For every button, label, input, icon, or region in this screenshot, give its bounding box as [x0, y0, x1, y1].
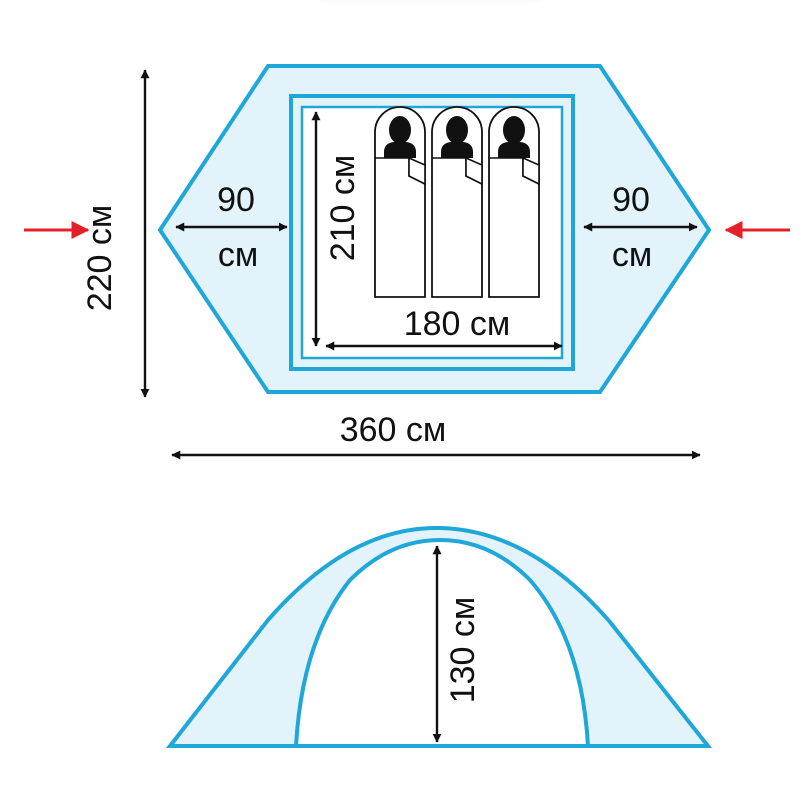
left-vestibule-unit: см [218, 236, 258, 274]
bag-flap [465, 156, 483, 186]
sleeping-bag-1 [374, 106, 426, 298]
side-view: 130 см [165, 525, 713, 748]
height-220-label: 220 см [81, 205, 119, 312]
inner-tent-outer-frame [289, 94, 575, 371]
person-silhouette-icon [498, 116, 530, 158]
person-silhouette-icon [441, 116, 473, 158]
plan-view: 220 см 90 см 90 см 210 см 180 см 360 см [24, 64, 790, 460]
sleeping-places [374, 106, 540, 298]
height-130-label: 130 см [444, 597, 482, 704]
right-vestibule-unit: см [612, 236, 652, 274]
bag-flap [522, 156, 540, 186]
inner-width-label: 180 см [404, 305, 511, 343]
inner-length-label: 210 см [324, 155, 362, 262]
length-360-label: 360 см [340, 411, 447, 449]
person-silhouette-icon [384, 116, 416, 158]
right-vestibule-value: 90 [612, 181, 650, 219]
top-shadow [316, 0, 544, 12]
sleeping-bag-3 [488, 106, 540, 298]
sleeping-bag-2 [431, 106, 483, 298]
bag-flap [408, 156, 426, 186]
inner-tent-arch [293, 537, 591, 748]
left-vestibule-value: 90 [217, 181, 255, 219]
